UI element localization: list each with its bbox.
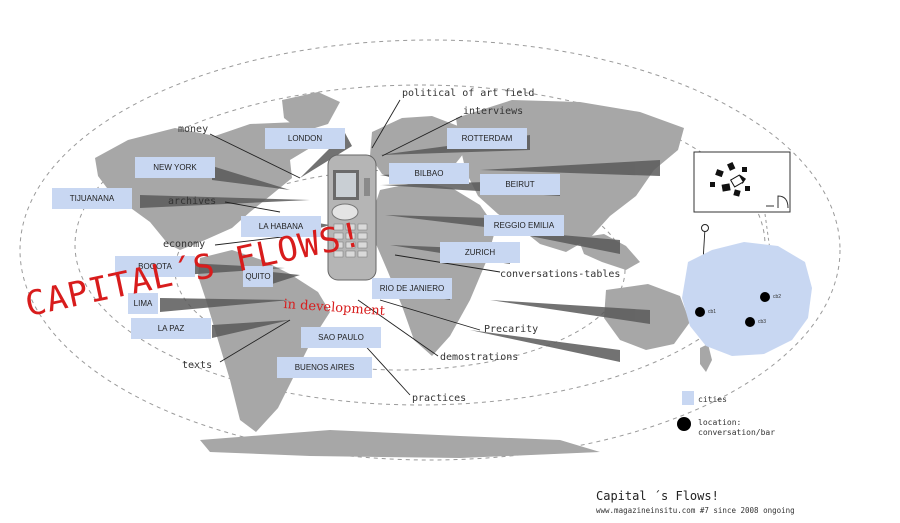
term-economy: economy [163, 239, 206, 250]
greenland-shape [282, 92, 340, 132]
city-label-sao-paulo: SAO PAULO [301, 327, 381, 348]
city-label-zurich: ZURICH [440, 242, 520, 263]
flow-new-york [212, 166, 290, 190]
line-interviews [381, 115, 463, 157]
north-america-shape [95, 122, 318, 250]
city-label-lima: LIMA [128, 293, 158, 314]
footer-subtitle: www.magazineinsitu.com #7 since 2008 ong… [596, 506, 795, 515]
location-label-cb3: cb3 [758, 319, 767, 325]
line-money [209, 133, 301, 179]
legend-location-label: location: conversation/bar [698, 418, 776, 437]
city-label-reggio-emilia: REGGIO EMILIA [484, 215, 564, 236]
term-archives: archives [168, 196, 217, 207]
city-label-london: LONDON [265, 128, 345, 149]
flow-east-4 [470, 330, 620, 362]
term-money: money [178, 124, 209, 135]
flow-la-paz [212, 320, 290, 338]
line-texts [219, 319, 291, 363]
legend-cities-label: cities [698, 395, 727, 404]
city-label-buenos-aires: BUENOS AIRES [277, 357, 372, 378]
connector-lines [209, 99, 706, 396]
term-interviews: interviews [463, 106, 524, 117]
city-label-rotterdam: ROTTERDAM [447, 128, 527, 149]
term-precarity: Precarity [484, 324, 539, 335]
line-precarity [379, 299, 481, 331]
flow-quito [272, 272, 300, 284]
inset-diagram [677, 151, 812, 431]
mobile-phone-illustration [327, 154, 377, 281]
flow-bogota [168, 262, 285, 276]
flow-lima [160, 298, 290, 312]
city-label-la-paz: LA PAZ [131, 318, 211, 339]
location-label-cb1: cb1 [708, 309, 717, 315]
flow-east-1 [480, 160, 660, 176]
city-label-new-york: NEW YORK [135, 157, 215, 178]
city-label-bogota: BOGOTA [115, 256, 195, 277]
line-economy [214, 235, 291, 246]
inset-region-shape [682, 242, 812, 356]
term-practices: practices [412, 393, 467, 404]
footer-title: Capital ´s Flows! [596, 489, 719, 503]
city-label-bilbao: BILBAO [389, 163, 469, 184]
legend-location-dot [677, 417, 691, 431]
line-demonstrations [357, 299, 439, 357]
antarctica-shape [200, 430, 600, 458]
term-conversation-tables: conversations-tables [500, 269, 621, 280]
new-zealand-shape [700, 344, 712, 372]
term-demonstrations: demostrations [440, 352, 519, 363]
outer-orbit [19, 39, 841, 461]
flow-tijuanana [140, 195, 310, 208]
city-label-la-habana: LA HABANA [241, 216, 321, 237]
africa-shape [372, 182, 496, 356]
inset-crowd-icons [710, 162, 750, 197]
legend-cities-swatch [682, 391, 694, 405]
term-political-of-art-field: political of art field [402, 88, 535, 99]
south-america-shape [198, 250, 330, 432]
term-texts: texts [182, 360, 213, 371]
flow-east-3 [490, 300, 650, 324]
city-label-quito: QUITO [243, 266, 273, 287]
city-label-tijuanana: TIJUANANA [52, 188, 132, 209]
line-political [371, 99, 401, 149]
city-label-beirut: BEIRUT [480, 174, 560, 195]
location-label-cb2: cb2 [773, 294, 782, 300]
line-archives [224, 201, 281, 213]
city-label-rio-de-janiero: RIO DE JANIERO [372, 278, 452, 299]
line-practices [359, 339, 411, 396]
flow-east-2 [500, 230, 620, 254]
line-conversation [394, 254, 501, 273]
